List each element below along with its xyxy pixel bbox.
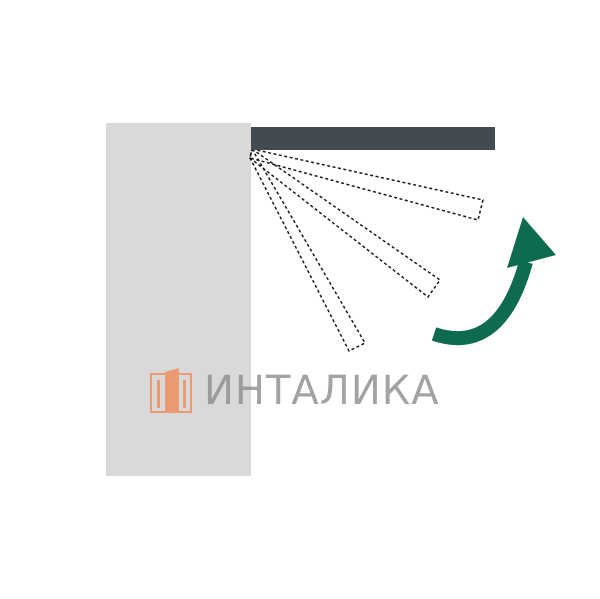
rotation-arrow-head: [507, 217, 556, 268]
rotation-arrow-icon: [431, 217, 556, 346]
rotation-arrow-shaft: [431, 260, 533, 346]
flap-ghost-positions: [249, 146, 484, 353]
flap-ghost-35deg: [249, 147, 442, 299]
brand-name: ИНТАЛИКА: [204, 368, 440, 414]
brand-watermark: ИНТАЛИКА: [150, 366, 460, 420]
building-logo-icon: [150, 368, 192, 413]
flap-door: [251, 127, 495, 150]
cabinet-side-panel: [106, 123, 251, 476]
flap-ghost-60deg: [249, 146, 367, 353]
